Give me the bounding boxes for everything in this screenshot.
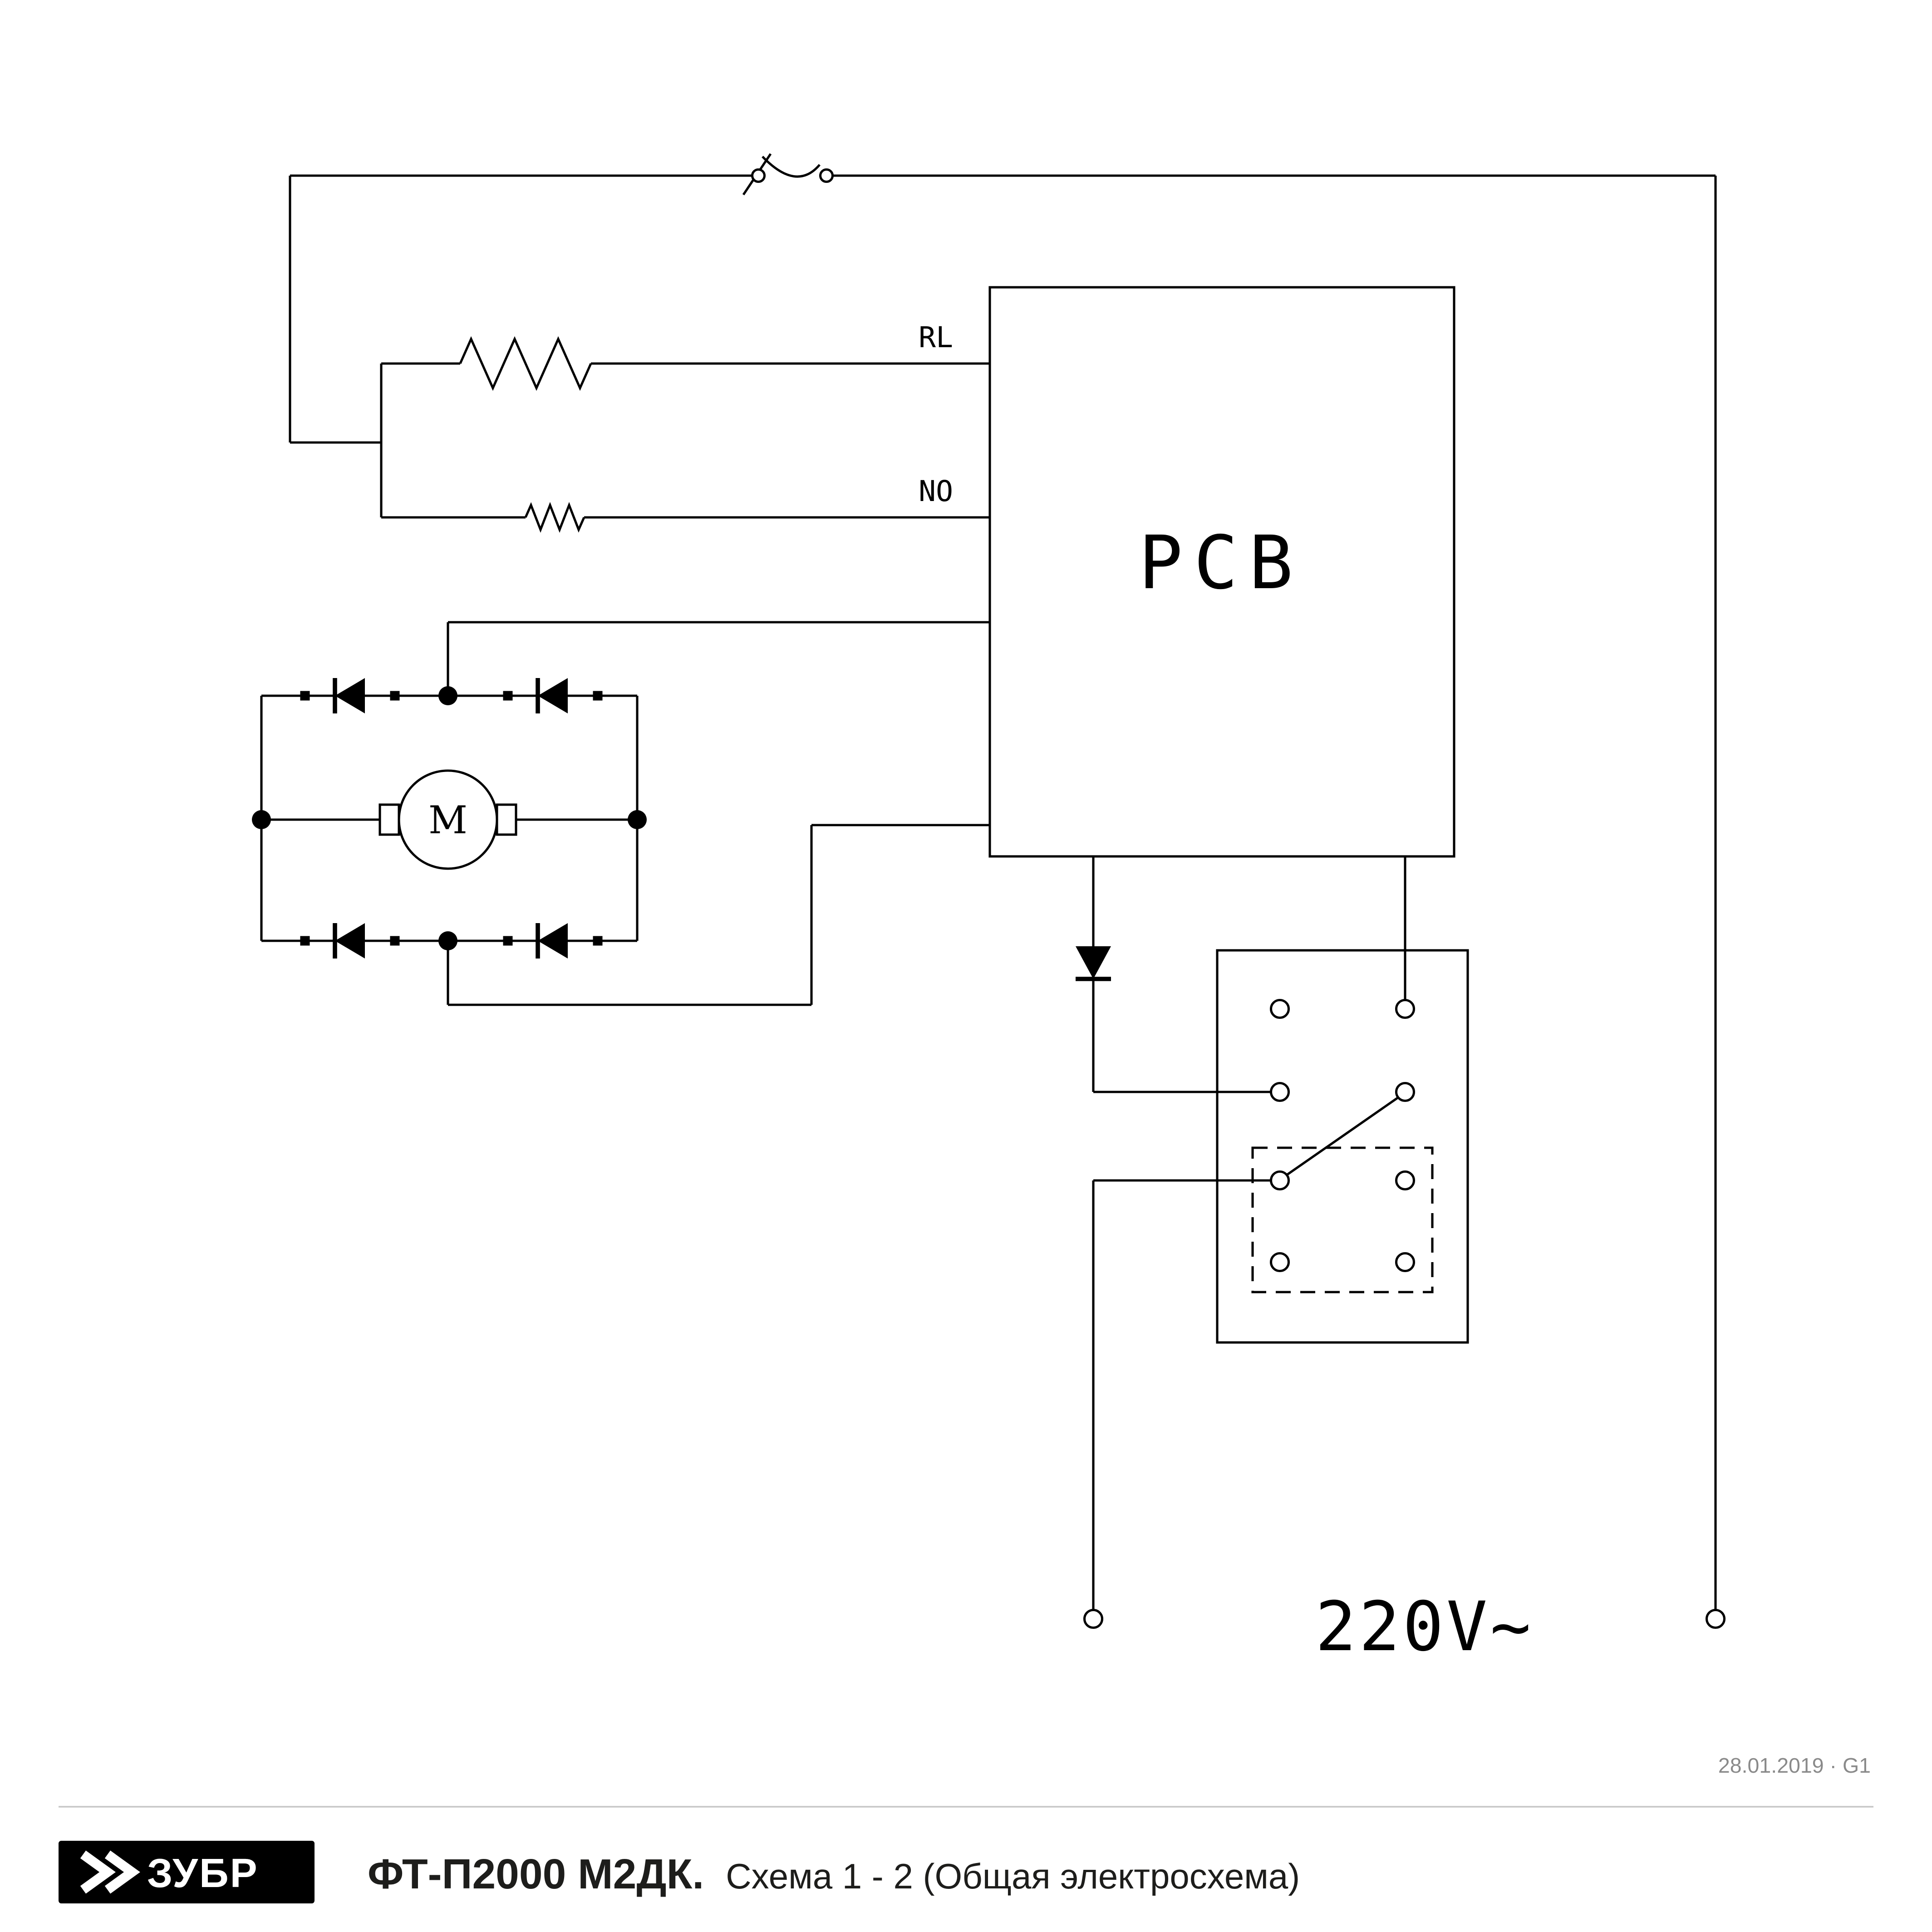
brand-logo: ЗУБР (59, 1841, 315, 1903)
diode-top-right (503, 678, 603, 713)
contact (1269, 998, 1290, 1019)
revision-text: 28.01.2019 · G1 (1718, 1754, 1871, 1777)
contact (1395, 1170, 1416, 1191)
diode-bottom-right (503, 923, 603, 959)
pcb-label: PCB (1139, 521, 1304, 606)
chevron-icon (104, 1850, 140, 1894)
mode-switch-block (1216, 949, 1469, 1344)
lead-pad (503, 691, 513, 701)
switch-terminal (819, 168, 834, 183)
diode-triangle (335, 678, 365, 713)
logo-background (59, 1841, 315, 1903)
resistor-rl (459, 336, 592, 391)
diode-triangle (538, 678, 568, 713)
rl-label: RL (919, 321, 953, 354)
lead-pad (300, 936, 310, 946)
top-power-line (290, 153, 1716, 196)
bridge-to-pcb-top-wire (447, 621, 990, 696)
switch-dashed-section (1251, 1146, 1434, 1293)
switch-arc (762, 156, 821, 178)
bridge-to-pcb-bottom-wire (447, 824, 990, 1006)
lead-pad (390, 936, 400, 946)
lead-pad (593, 691, 603, 701)
no-label: NO (919, 475, 953, 508)
diode-triangle (1076, 946, 1111, 979)
supply-terminal-right (1705, 1608, 1726, 1629)
lead-pad (300, 691, 310, 701)
diode-triangle (335, 923, 365, 959)
motor-symbol (398, 769, 498, 870)
switch-terminal (751, 168, 766, 183)
pcb-outline (988, 286, 1455, 858)
contact (1269, 1170, 1290, 1191)
voltage-label: 220V~ (1315, 1588, 1534, 1667)
motor-label: M (428, 798, 467, 842)
lead-pad (593, 936, 603, 946)
diode-triangle (538, 923, 568, 959)
thermal-switch-symbol (742, 153, 834, 196)
contact (1269, 1082, 1290, 1102)
logo-text: ЗУБР (147, 1851, 259, 1896)
footer-model-text: ФТ-П2000 М2ДК. (368, 1850, 704, 1898)
switch-to-terminal-wire (1092, 1179, 1270, 1609)
contact (1395, 998, 1416, 1019)
supply-terminal-left (1083, 1608, 1104, 1629)
no-branch: NO (381, 475, 990, 533)
contact (1395, 1082, 1416, 1102)
footer-subtitle-text: Схема 1 - 2 (Общая электросхема) (726, 1856, 1300, 1896)
diode-bottom-left (300, 923, 400, 959)
rl-branch: RL (381, 321, 990, 391)
contact (1269, 1252, 1290, 1273)
logo-chevrons-icon (80, 1850, 140, 1894)
lead-pad (390, 691, 400, 701)
footer-title: ФТ-П2000 М2ДК. Схема 1 - 2 (Общая электр… (368, 1850, 1300, 1898)
diode-top-left (300, 678, 400, 713)
pcb-diode-wire (1076, 856, 1270, 1093)
left-feed-wire (289, 176, 383, 517)
chevron-icon (80, 1850, 116, 1894)
contact (1395, 1252, 1416, 1273)
switch-outline (1216, 949, 1469, 1344)
lead-pad (503, 936, 513, 946)
switch-lever (1286, 1096, 1399, 1176)
resistor-no (524, 501, 585, 533)
motor-bridge: M (252, 621, 990, 1006)
pcb-block: PCB (988, 286, 1455, 858)
